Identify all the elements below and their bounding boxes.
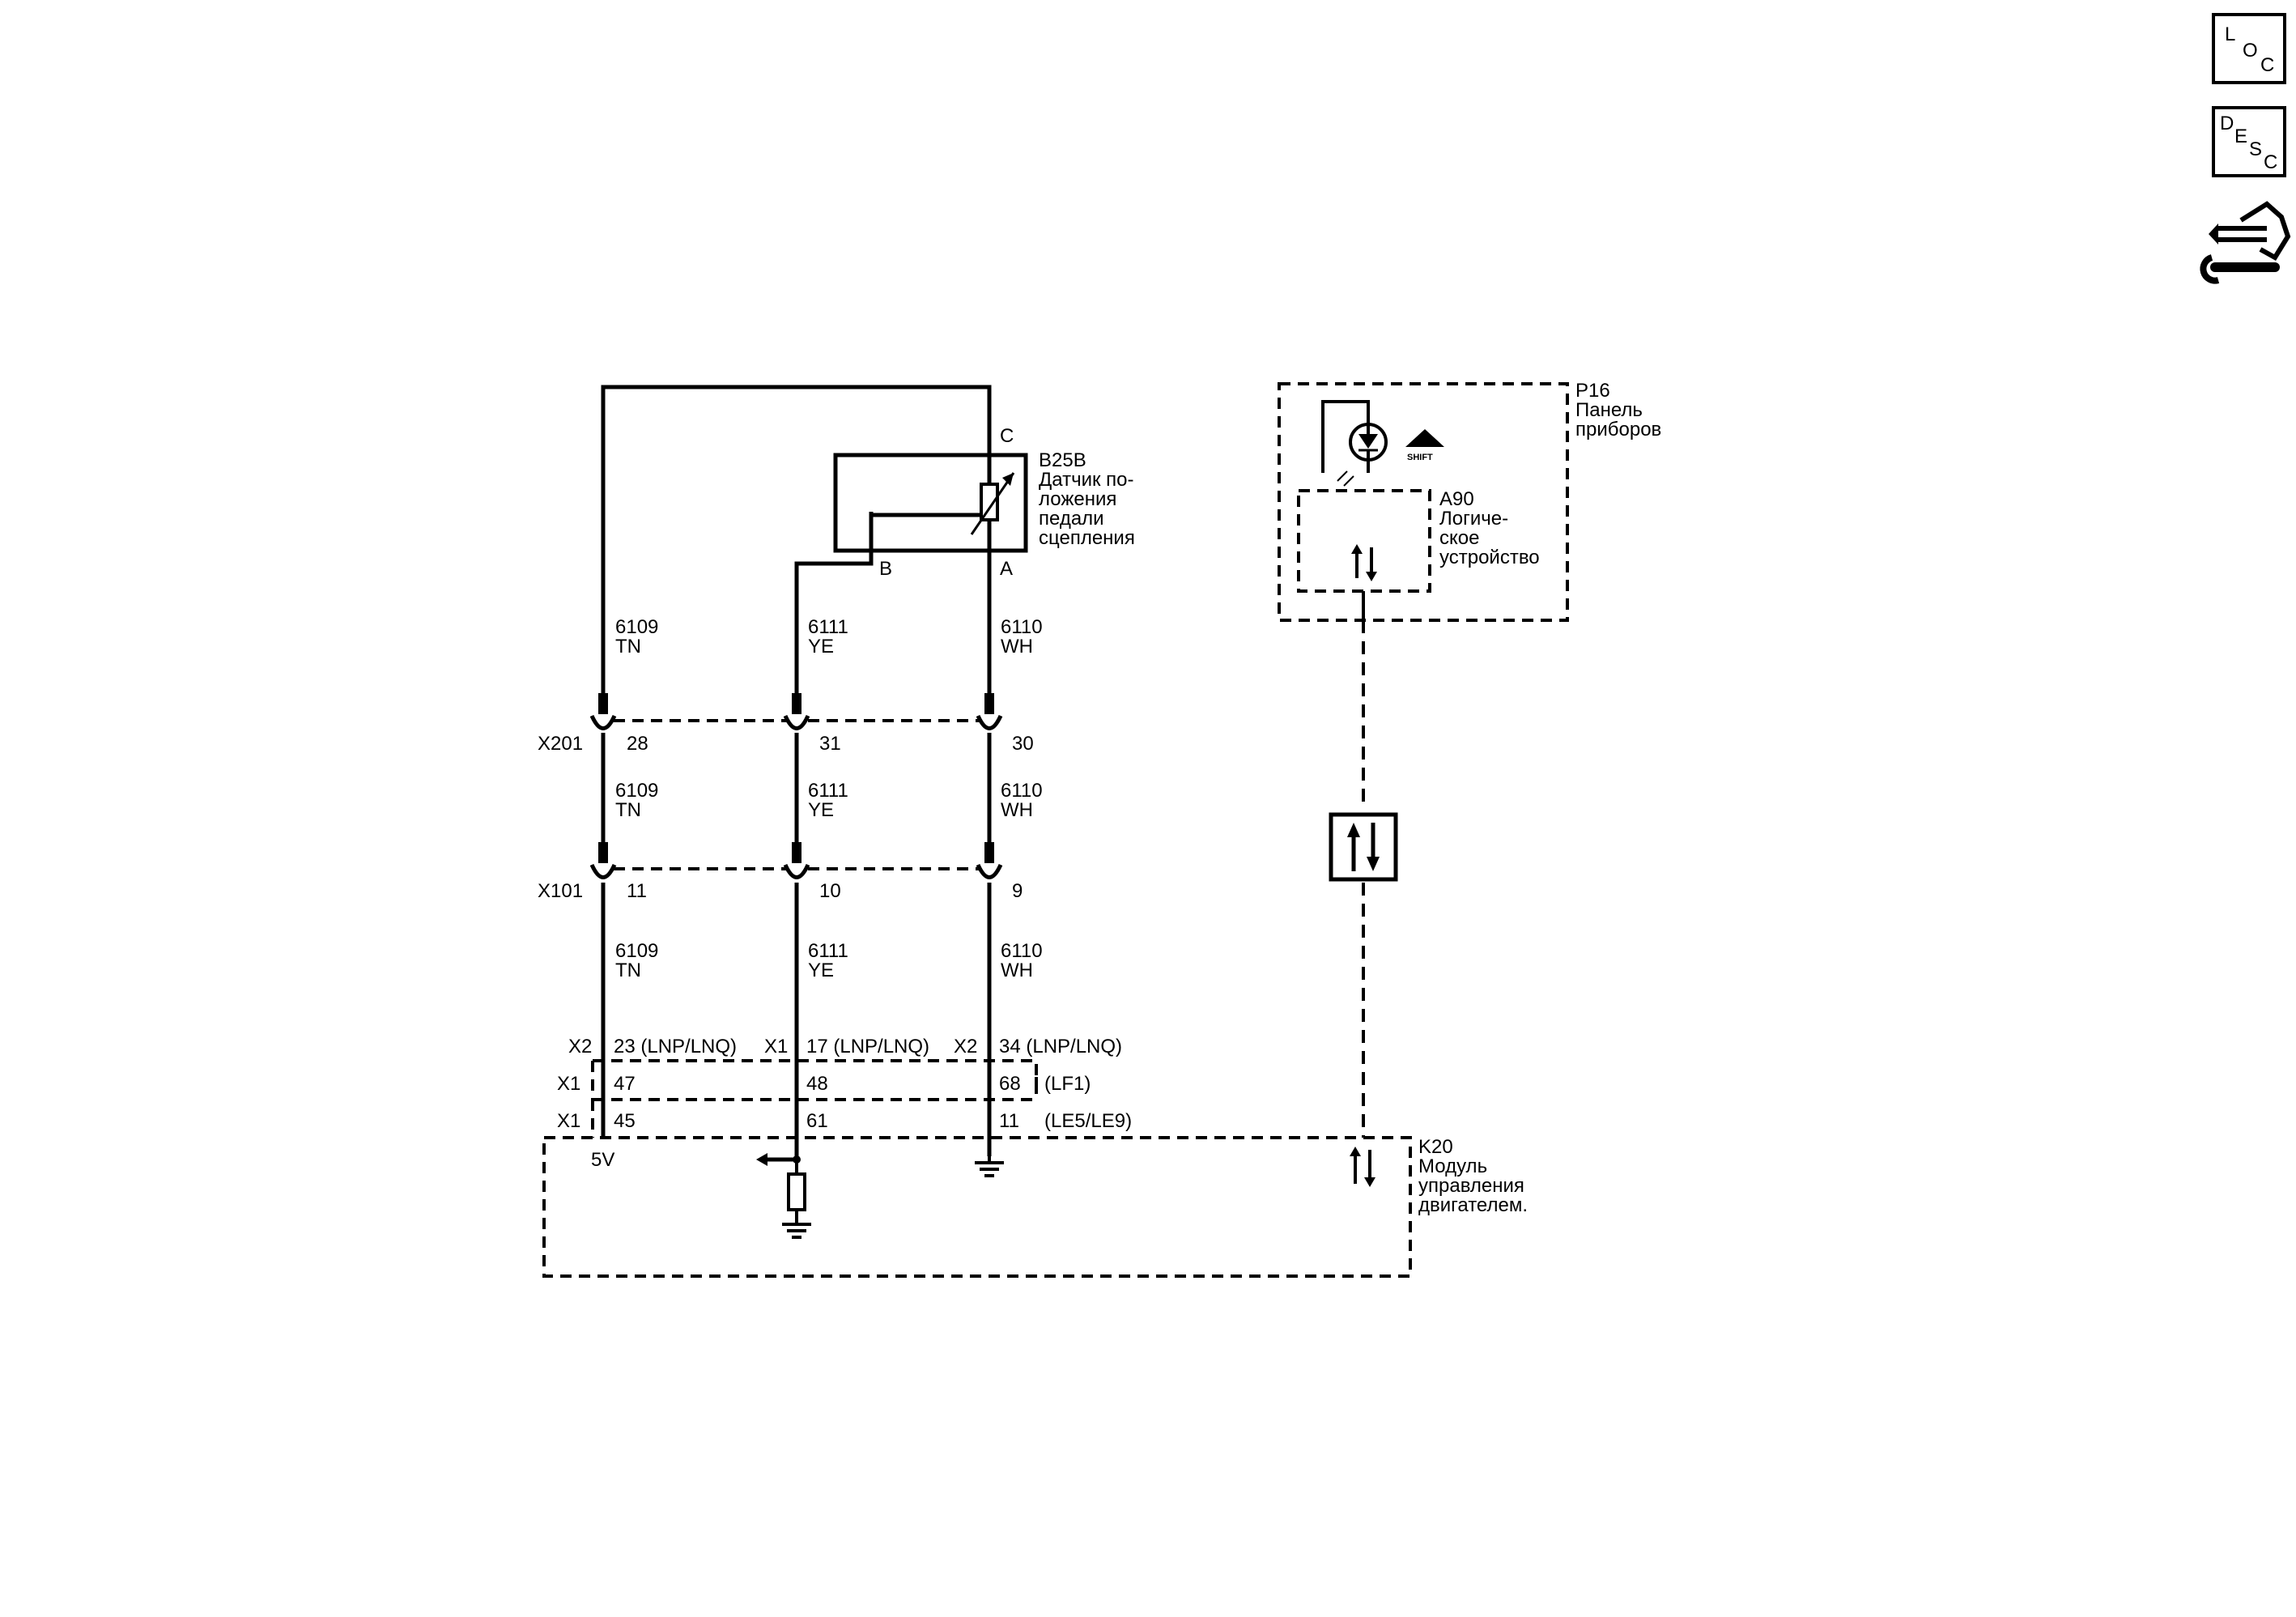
circuit-mid-num-3: 6111 — [808, 940, 848, 962]
engine-control-module — [542, 1136, 1412, 1278]
x201-pin-30: 30 — [1012, 733, 1034, 755]
circuit-right-num-3: 6110 — [1001, 940, 1043, 962]
desc-letter-s: S — [2249, 138, 2262, 160]
row1-right-conn: X2 — [954, 1036, 977, 1057]
circuit-left-color-2: TN — [615, 799, 641, 821]
circuit-right-color-3: WH — [1001, 960, 1033, 981]
k20-code: K20 — [1418, 1136, 1453, 1158]
row2-pin-68: 68 — [999, 1073, 1021, 1095]
row2-pin-48: 48 — [806, 1073, 828, 1095]
circuit-left-num-1: 6109 — [615, 616, 658, 638]
circuit-right-color-1: WH — [1001, 636, 1033, 657]
b25b-code: B25B — [1039, 449, 1086, 471]
a90-name-line-2: ское — [1439, 527, 1479, 549]
desc-letter-c: C — [2264, 151, 2277, 173]
circuit-right-num-2: 6110 — [1001, 780, 1043, 802]
row3-variant: (LE5/LE9) — [1044, 1110, 1132, 1132]
description-button[interactable]: D E S C — [2212, 106, 2286, 177]
clutch-pedal-position-sensor — [833, 453, 1028, 553]
wire-6109 — [601, 385, 992, 698]
circuit-labels: 6109 TN 6111 YE 6110 WH 6109 TN 6111 YE … — [615, 616, 1043, 981]
ecm-connector-rows: X2 23 (LNP/LNQ) X1 17 (LNP/LNQ) X2 34 (L… — [557, 1036, 1132, 1138]
a90-code: A90 — [1439, 488, 1474, 510]
b25b-name-line-4: сцепления — [1039, 527, 1135, 549]
loc-letter-c: C — [2260, 54, 2274, 76]
circuit-right-color-2: WH — [1001, 799, 1033, 821]
row3-conn: X1 — [557, 1110, 580, 1132]
row3-pin-61: 61 — [806, 1110, 828, 1132]
row2-pin-47: 47 — [614, 1073, 636, 1095]
x201-name: X201 — [538, 733, 583, 755]
k20-name-line-3: двигателем. — [1418, 1194, 1528, 1216]
supply-5v-label: 5V — [591, 1149, 614, 1171]
x101-name: X101 — [538, 880, 583, 902]
b25b-name-line-1: Датчик по- — [1039, 469, 1133, 491]
pin-a-label: A — [1000, 558, 1013, 580]
b25b-name-line-3: педали — [1039, 508, 1104, 530]
a90-name-line-1: Логиче- — [1439, 508, 1508, 530]
b25b-name-line-2: ложения — [1039, 488, 1116, 510]
row3-pin-45: 45 — [614, 1110, 636, 1132]
loc-letter-o: O — [2243, 40, 2258, 62]
row2-conn: X1 — [557, 1073, 580, 1095]
row1-left-conn: X2 — [568, 1036, 592, 1057]
p16-name-line-1: Панель — [1575, 399, 1643, 421]
loc-letter-l: L — [2225, 23, 2235, 45]
circuit-right-num-1: 6110 — [1001, 616, 1043, 638]
circuit-mid-color-1: YE — [808, 636, 834, 657]
row1-mid-conn: X1 — [764, 1036, 788, 1057]
circuit-mid-num-2: 6111 — [808, 780, 848, 802]
location-button[interactable]: L O C — [2212, 13, 2286, 84]
pin-b-label: B — [879, 558, 892, 580]
x101-pin-10: 10 — [819, 880, 841, 902]
a90-name-line-3: устройство — [1439, 547, 1540, 568]
circuit-left-color-1: TN — [615, 636, 641, 657]
circuit-left-num-2: 6109 — [615, 780, 658, 802]
x201-pin-31: 31 — [819, 733, 841, 755]
circuit-left-color-3: TN — [615, 960, 641, 981]
desc-letter-d: D — [2220, 113, 2234, 134]
pin-c-label: C — [1000, 425, 1014, 447]
circuit-left-num-3: 6109 — [615, 940, 658, 962]
row1-mid-pin: 17 (LNP/LNQ) — [806, 1036, 929, 1057]
x101-pin-11: 11 — [627, 880, 647, 902]
p16-name-line-2: приборов — [1575, 419, 1661, 440]
p16-code: P16 — [1575, 380, 1610, 402]
row3-pin-11: 11 — [999, 1110, 1019, 1132]
instrument-cluster: SHIFT — [1278, 382, 1569, 1138]
wires — [601, 385, 992, 1160]
shift-label: SHIFT — [1407, 453, 1433, 462]
connector-x101 — [589, 842, 1003, 879]
circuit-mid-color-3: YE — [808, 960, 834, 981]
connector-x201 — [589, 693, 1003, 738]
x201-pin-28: 28 — [627, 733, 648, 755]
circuit-mid-num-1: 6111 — [808, 616, 848, 638]
row1-right-pin: 34 (LNP/LNQ) — [999, 1036, 1122, 1057]
k20-name-line-2: управления — [1418, 1175, 1524, 1197]
k20-name-line-1: Модуль — [1418, 1155, 1487, 1177]
row1-left-pin: 23 (LNP/LNQ) — [614, 1036, 737, 1057]
desc-letter-e: E — [2234, 126, 2247, 147]
x101-pin-9: 9 — [1012, 880, 1023, 902]
circuit-mid-color-2: YE — [808, 799, 834, 821]
row2-variant: (LF1) — [1044, 1073, 1091, 1095]
connector-repair-icon[interactable] — [2200, 201, 2291, 284]
